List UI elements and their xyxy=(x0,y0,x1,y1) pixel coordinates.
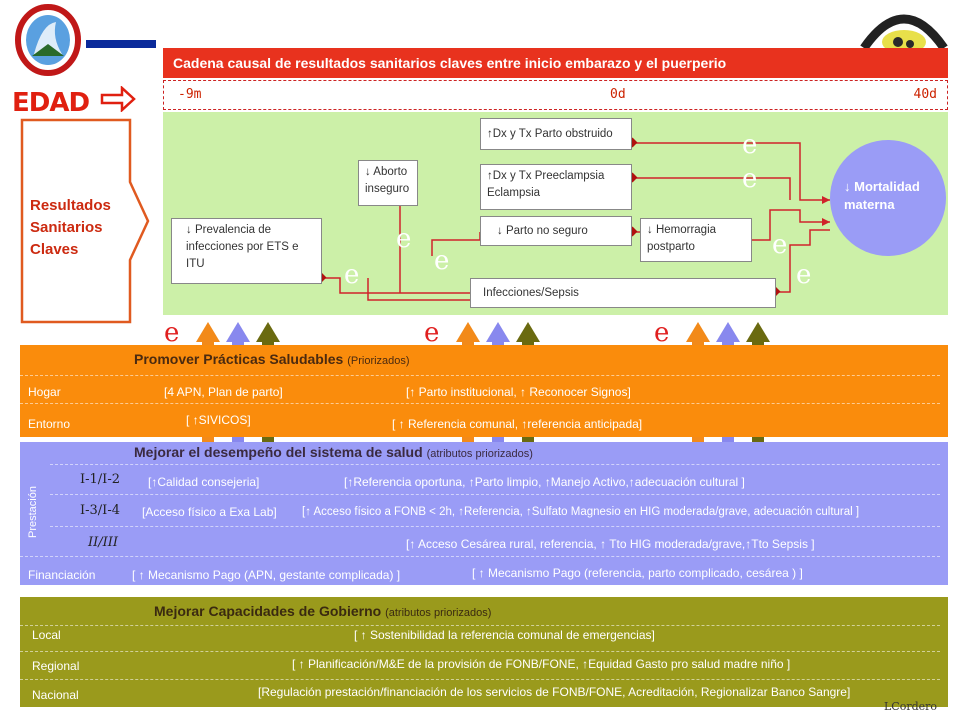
promover-entorno-right: [ ↑ Referencia comunal, ↑referencia anti… xyxy=(392,417,643,431)
gobierno-regional-text: [ ↑ Planificación/M&E de la provisión de… xyxy=(292,657,791,671)
mejorar-row2-right: [↑ Acceso físico a FONB < 2h, ↑Referenci… xyxy=(302,506,860,518)
box-infecciones: Infecciones/Sepsis xyxy=(470,278,776,308)
effect-symbol-7: e xyxy=(796,260,812,290)
blue-stripe xyxy=(86,40,156,48)
box-parto-obstruido: ↑Dx y Tx Parto obstruido xyxy=(480,118,632,150)
effect-symbol-6: e xyxy=(772,230,788,260)
gobierno-row-label-nacional: Nacional xyxy=(32,688,79,702)
mejorar-title: Mejorar el desempeño del sistema de salu… xyxy=(134,444,533,460)
effect-symbol-9: e xyxy=(424,318,440,348)
gobierno-local-text: [ ↑ Sostenibilidad la referencia comunal… xyxy=(354,628,655,642)
timeline-mid: 0d xyxy=(610,87,626,102)
mejorar-row1-left: [↑Calidad consejeria] xyxy=(148,475,260,489)
band-gobierno: Mejorar Capacidades de Gobierno (atribut… xyxy=(20,597,948,707)
gobierno-row-label-regional: Regional xyxy=(32,659,80,673)
mejorar-row2-left: [Acceso físico a Exa Lab] xyxy=(142,505,277,519)
diagram-title: Cadena causal de resultados sanitarios c… xyxy=(163,48,948,78)
outcome-label: ↓ Mortalidad materna xyxy=(844,179,920,212)
timeline-end: 40d xyxy=(913,87,937,102)
outcomes-label: Resultados Sanitarios Claves xyxy=(30,195,111,261)
prestacion-side-label: Prestación xyxy=(27,486,39,538)
promover-hogar-left: [4 APN, Plan de parto] xyxy=(164,385,283,399)
promover-row-label-entorno: Entorno xyxy=(28,417,71,431)
mejorar-financiacion-left: [ ↑ Mecanismo Pago (APN, gestante compli… xyxy=(132,568,401,582)
promover-row-label-hogar: Hogar xyxy=(28,385,61,399)
edad-label: EDAD xyxy=(12,88,90,118)
box-preeclampsia: ↑Dx y Tx Preeclampsia Eclampsia xyxy=(480,164,632,210)
box-parto-no-seguro: ↓ Parto no seguro xyxy=(480,216,632,246)
mejorar-row1-right: [↑Referencia oportuna, ↑Parto limpio, ↑M… xyxy=(344,475,745,489)
band-promover: Promover Prácticas Saludables (Priorizad… xyxy=(20,345,948,437)
outcomes-chevron xyxy=(20,118,152,324)
box-hemorragia: ↓ Hemorragia postparto xyxy=(640,218,752,262)
timeline-start: -9m xyxy=(178,87,202,102)
effect-symbol-10: e xyxy=(654,318,670,348)
box-prevalencia: ↓ Prevalencia de infecciones por ETS e I… xyxy=(171,218,322,284)
mejorar-row-label-1: I-1/I-2 xyxy=(80,472,120,487)
gobierno-row-label-local: Local xyxy=(32,628,61,642)
outcomes-line-2: Sanitarios xyxy=(30,219,103,236)
edad-arrow-icon xyxy=(100,85,136,117)
gobierno-nacional-text: [Regulación prestación/financiación de l… xyxy=(258,685,851,699)
author-signature: LCordero xyxy=(884,700,938,713)
effect-symbol-5: e xyxy=(344,260,360,290)
gobierno-title: Mejorar Capacidades de Gobierno (atribut… xyxy=(154,603,492,619)
effect-symbol-2: e xyxy=(742,164,758,194)
mejorar-row-label-3: II/III xyxy=(88,535,119,550)
mejorar-financiacion-right: [ ↑ Mecanismo Pago (referencia, parto co… xyxy=(472,566,803,580)
mejorar-row-label-2: I-3/I-4 xyxy=(80,503,120,518)
mejorar-row3-right: [↑ Acceso Cesárea rural, referencia, ↑ T… xyxy=(406,537,815,551)
effect-symbol-8: e xyxy=(164,318,180,348)
outcome-mortalidad-materna: ↓ Mortalidad materna xyxy=(830,140,946,256)
effect-symbol-4: e xyxy=(434,246,450,276)
outcomes-line-1: Resultados xyxy=(30,197,111,214)
promover-hogar-right: [↑ Parto institucional, ↑ Reconocer Sign… xyxy=(406,385,631,399)
gobierno-regional-logo xyxy=(12,4,84,76)
mejorar-row-label-financiacion: Financiación xyxy=(28,568,96,582)
effect-symbol-1: e xyxy=(742,130,758,160)
band-mejorar-desempeno: Mejorar el desempeño del sistema de salu… xyxy=(20,442,948,585)
promover-title: Promover Prácticas Saludables (Priorizad… xyxy=(134,351,410,367)
promover-entorno-left: [ ↑SIVICOS] xyxy=(186,413,251,427)
outcomes-line-3: Claves xyxy=(30,241,79,258)
timeline: -9m 0d 40d xyxy=(163,80,948,110)
effect-symbol-3: e xyxy=(396,224,412,254)
box-aborto: ↓ Aborto inseguro xyxy=(358,160,418,206)
